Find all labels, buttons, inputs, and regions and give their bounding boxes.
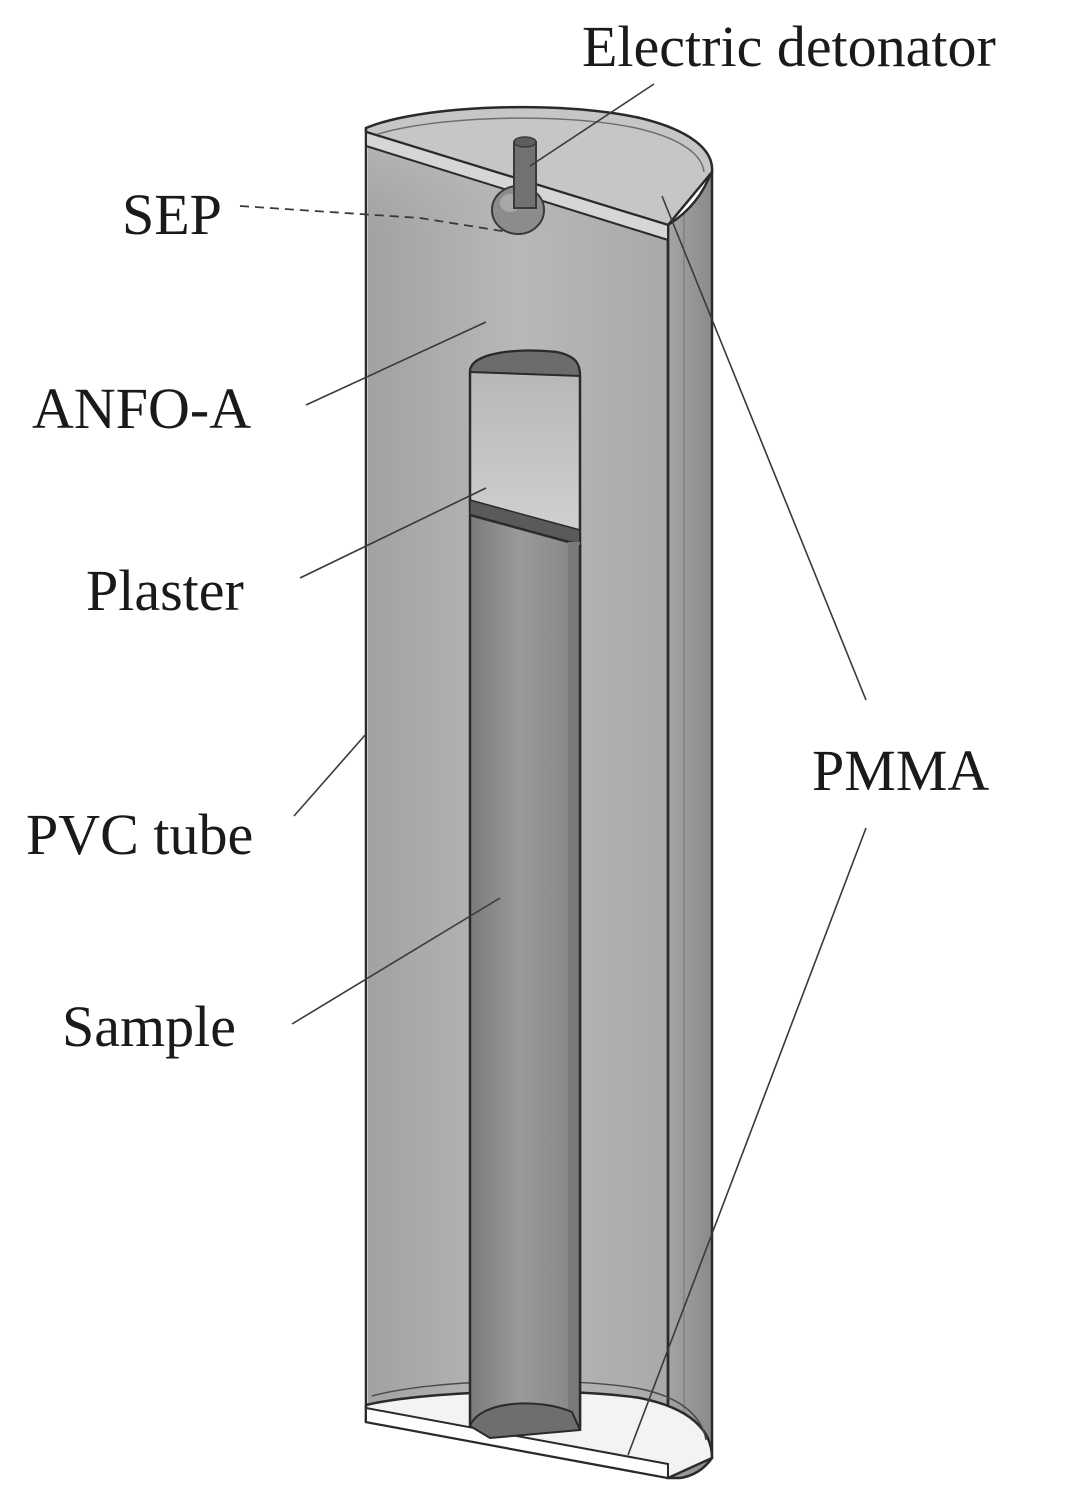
label-electric-detonator: Electric detonator (582, 14, 996, 79)
labels: Electric detonator SEP ANFO-A Plaster PV… (26, 14, 996, 1059)
label-pmma: PMMA (812, 738, 989, 803)
detonator-rod (513, 141, 537, 209)
pvc-tube-body (364, 105, 714, 1480)
leader-sample (291, 897, 501, 1025)
bottom-cap-band (365, 1406, 669, 1480)
leader-lines (239, 83, 867, 1456)
top-pmma-cap (364, 105, 714, 227)
sample-rod-side (568, 542, 580, 1426)
label-plaster: Plaster (86, 558, 244, 623)
sample-rod-bottom (468, 1402, 582, 1440)
bottom-cap-inner-rim (371, 1380, 707, 1441)
label-anfo: ANFO-A (32, 376, 251, 441)
leader-plaster (299, 487, 487, 579)
leader-pmma-bottom (627, 827, 867, 1456)
leader-pvc-tube (293, 733, 367, 817)
leader-pmma-top (661, 195, 867, 701)
leader-electric-detonator (529, 83, 655, 167)
sample-column (468, 349, 582, 1440)
label-sep: SEP (122, 182, 222, 247)
leader-anfo (305, 321, 487, 406)
sep-assembly (491, 136, 545, 235)
sample-rod (468, 513, 582, 1428)
label-pvc-tube: PVC tube (26, 802, 253, 867)
leader-sep (239, 205, 509, 233)
detonator-rod-top (513, 136, 537, 148)
plaster-top-face (468, 349, 582, 378)
label-sample: Sample (62, 994, 236, 1059)
tube-right-wall (666, 169, 714, 1480)
top-cap-rim (371, 117, 705, 173)
